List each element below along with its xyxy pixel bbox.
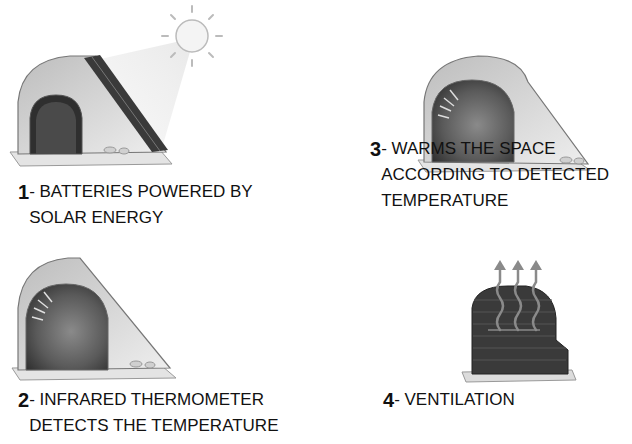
step-caption: 3- WARMS THE SPACE ACCORDING TO DETECTED…	[370, 136, 626, 214]
step-caption: 1- BATTERIES POWERED BY SOLAR ENERGY	[18, 179, 274, 231]
step-text: - WARMS THE SPACE ACCORDING TO DETECTED …	[381, 136, 626, 214]
callout-number: 2	[18, 387, 29, 413]
solar-shelter	[10, 38, 194, 166]
step-caption: 4- VENTILATION	[383, 387, 594, 413]
callout-number: 1	[18, 179, 29, 205]
ventilation-unit	[462, 260, 576, 382]
step-text: - BATTERIES POWERED BY SOLAR ENERGY	[29, 179, 274, 231]
sun-symbol	[162, 6, 222, 66]
callout-number: 4	[383, 387, 394, 413]
callout-number: 3	[370, 136, 381, 162]
thermometer-shelter	[12, 258, 176, 380]
step-text: - VENTILATION	[394, 387, 594, 413]
step-caption: 2- INFRARED THERMOMETER DETECTS THE TEMP…	[18, 387, 324, 439]
step-text: - INFRARED THERMOMETER DETECTS THE TEMPE…	[29, 387, 324, 439]
